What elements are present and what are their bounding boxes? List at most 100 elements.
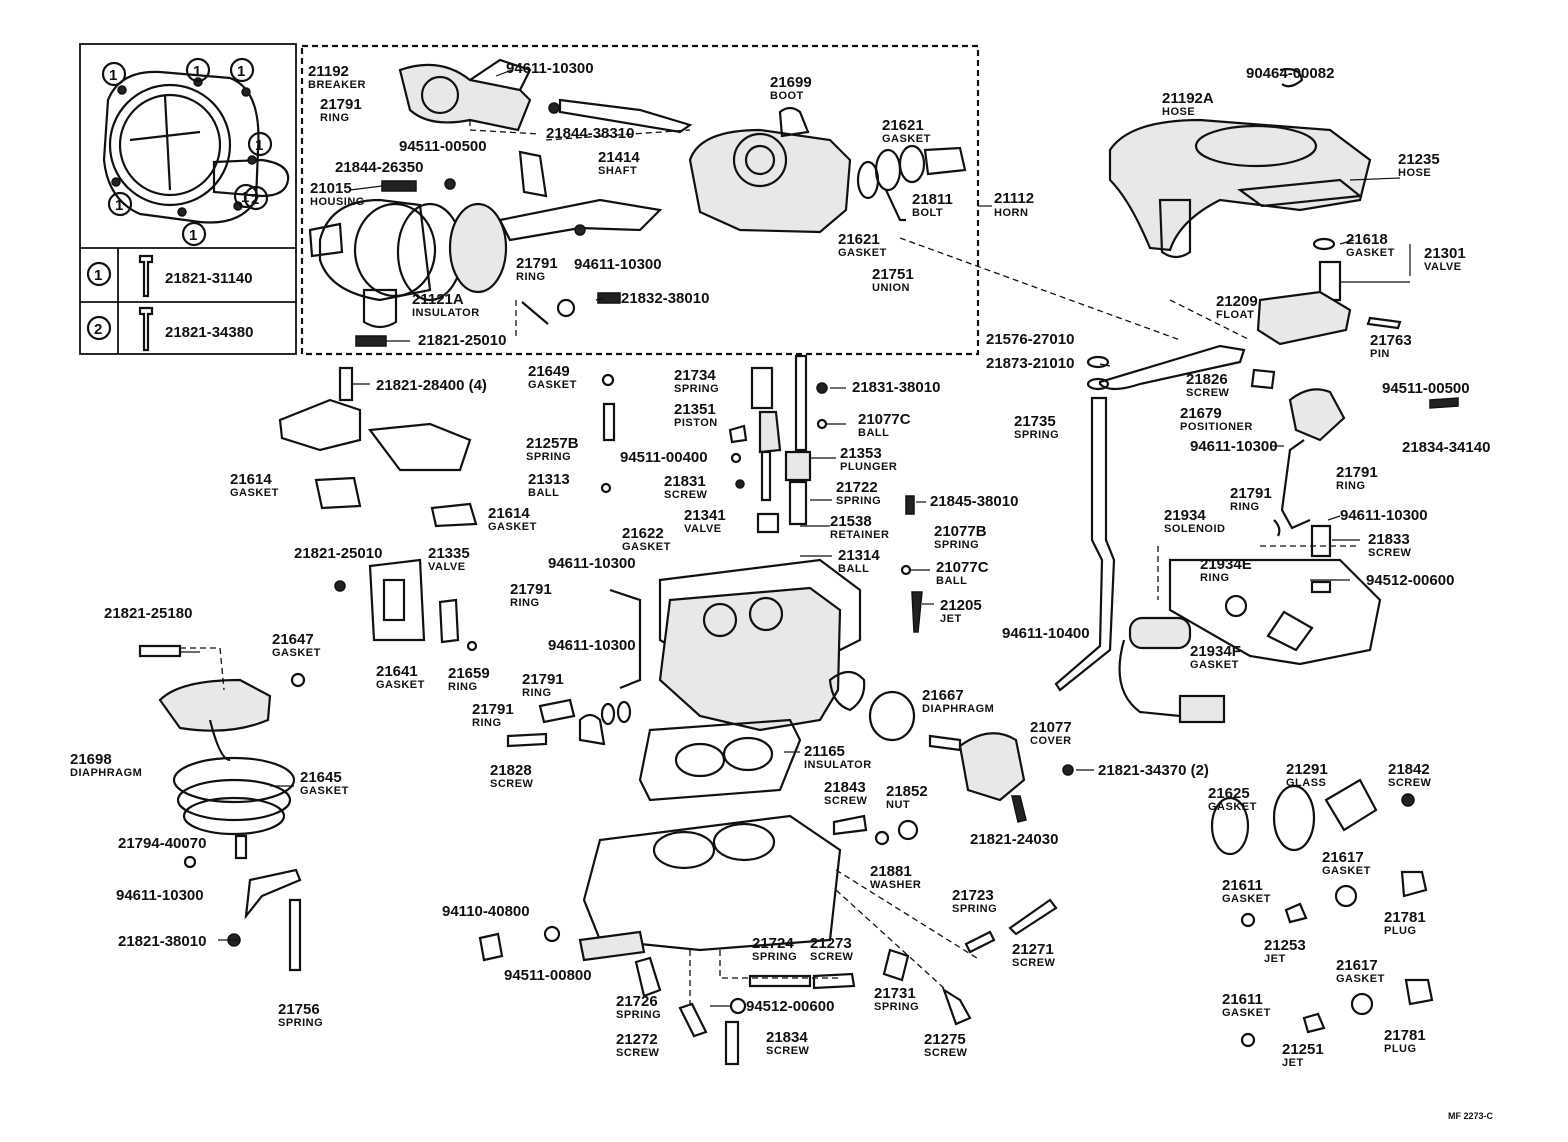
legend-callout-circle: [233, 183, 259, 209]
legend-callout-circle: [107, 191, 133, 217]
hose-assembly-drawing: [1108, 68, 1402, 346]
part-callout-94511-00500b: 94511-00500: [1382, 380, 1470, 397]
part-name: FLOAT: [1216, 309, 1254, 321]
part-name: RING: [472, 717, 502, 729]
part-name: SPRING: [952, 903, 997, 915]
part-name: SPRING: [616, 1009, 661, 1021]
part-callout-94611d: 94611-10300: [1340, 507, 1428, 524]
part-number: 94511-00800: [504, 967, 592, 984]
legend-callout-circle: [101, 61, 127, 87]
part-number: 21791: [320, 96, 362, 113]
part-name: SOLENOID: [1164, 523, 1225, 535]
part-name: SCREW: [766, 1045, 810, 1057]
part-number: 94511-00400: [620, 449, 708, 466]
part-number: 21165: [804, 743, 845, 760]
part-name: SCREW: [1186, 387, 1230, 399]
part-number: 21722: [836, 479, 878, 496]
part-number: 21934: [1164, 507, 1206, 524]
part-callout-94611-10400: 94611-10400: [1002, 625, 1090, 642]
part-number: 21791: [472, 701, 514, 718]
part-name: GASKET: [1208, 801, 1257, 813]
part-number: 21621: [882, 117, 924, 134]
part-name: PLUG: [1384, 925, 1417, 937]
part-number: 21341: [684, 507, 726, 524]
part-number: 94611-10300: [548, 637, 636, 654]
part-number: 21791: [1336, 464, 1378, 481]
part-name: POSITIONER: [1180, 421, 1253, 433]
part-name: SCREW: [1368, 547, 1412, 559]
part-callout-21832: 21832-38010: [621, 290, 709, 307]
part-number: 21821-25010: [294, 545, 382, 562]
part-callout-21821-25010b: 21821-25010: [294, 545, 382, 562]
part-number: 21611: [1222, 877, 1263, 894]
part-name: GASKET: [1346, 247, 1395, 259]
part-number: 21209: [1216, 293, 1258, 310]
legend-row-1-mark: 1: [94, 267, 102, 284]
part-number: 21273: [810, 935, 852, 952]
part-number: 21538: [830, 513, 872, 530]
part-name: GASKET: [882, 133, 931, 145]
part-number: 21647: [272, 631, 314, 648]
part-callout-21576: 21576-27010: [986, 331, 1074, 348]
part-number: 21794-40070: [118, 835, 206, 852]
part-name: GASKET: [1336, 973, 1385, 985]
part-number: 21756: [278, 1001, 320, 1018]
legend-callout-mark: 1: [101, 61, 127, 87]
accelerator-pump-drawing: [832, 690, 1074, 954]
part-name: GASKET: [1322, 865, 1371, 877]
part-number: 21791: [516, 255, 558, 272]
part-name: RING: [1200, 572, 1230, 584]
part-callout-94512a: 94512-00600: [1366, 572, 1454, 589]
part-number: 21679: [1180, 405, 1222, 422]
part-callout-21821-38010: 21821-38010: [118, 933, 206, 950]
part-number: 94611-10300: [1340, 507, 1428, 524]
legend-callout-circle: [185, 57, 211, 83]
part-name: BALL: [528, 487, 559, 499]
part-number: 21235: [1398, 151, 1440, 168]
part-number: 21622: [622, 525, 664, 542]
part-number: 21731: [874, 985, 916, 1002]
part-callout-21845: 21845-38010: [930, 493, 1018, 510]
part-name: GASKET: [300, 785, 349, 797]
part-number: 94611-10300: [1190, 438, 1278, 455]
part-name: GASKET: [1222, 1007, 1271, 1019]
part-name: INSULATOR: [804, 759, 872, 771]
part-number: 21781: [1384, 909, 1426, 926]
part-callout-21844-26350: 21844-26350: [335, 159, 423, 176]
part-number: 21121A: [412, 291, 464, 308]
part-name: SPRING: [674, 383, 719, 395]
part-name: SPRING: [278, 1017, 323, 1029]
part-number: 21821-24030: [970, 831, 1058, 848]
part-number: 21625: [1208, 785, 1250, 802]
part-number: 21735: [1014, 413, 1056, 430]
part-callout-94611b: 94611-10300: [574, 256, 662, 273]
part-name: GASKET: [272, 647, 321, 659]
part-name: BALL: [936, 575, 967, 587]
part-number: 21015: [310, 180, 352, 197]
